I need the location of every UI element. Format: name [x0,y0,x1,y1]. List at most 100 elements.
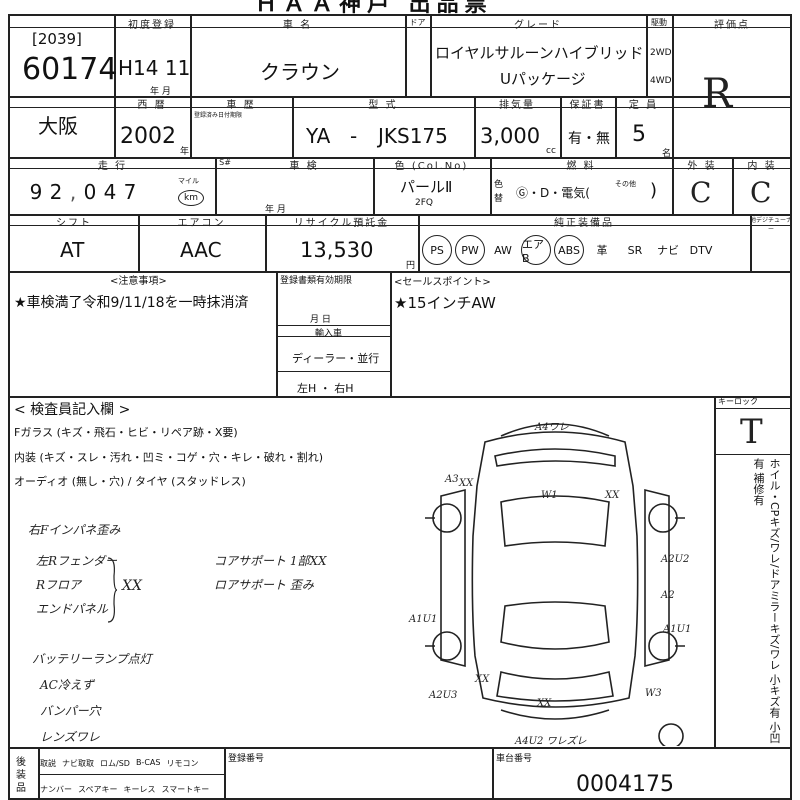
displacement-unit: cc [546,146,556,156]
footer-item: ナビ取取 [62,759,94,768]
footer-item: ナンバー [40,785,72,794]
score-label: 評価点 [714,20,750,31]
door-label: ドア [409,18,426,27]
reg-no-label: 登録番号 [228,754,265,764]
option-pw: PW [455,235,485,265]
inspector-line2: 内装 (キズ・スレ・汚れ・凹ミ・コゲ・穴・キレ・破れ・割れ) [14,451,324,464]
diagram-mark: XX [604,490,620,501]
brace-mark [107,557,118,623]
interior-label: 内 装 [747,161,777,172]
diagram-mark: A4U2 ワレズレ [514,735,587,746]
hand-note: バッテリーランプ点灯 [32,652,152,666]
import-value: ディーラー・並行 [292,352,380,365]
option-革: 革 [596,244,608,257]
option-dtv: DTV [689,243,713,257]
inspect-label: 車 検 [289,161,319,172]
first-reg-value: H14 11 [118,56,191,80]
option-aw: AW [494,243,512,257]
fuel-value: Ⓖ・D・電気( [516,186,590,200]
caution-text: ★車検満了令和9/11/18を一時抹消済 [14,295,249,311]
model-label: 型 式 [368,100,398,111]
mileage-label: 走 行 [97,161,128,172]
lot-number: 60174 [22,52,118,87]
year-label: 西 暦 [137,100,167,111]
score-value: R [702,71,733,117]
option-エアb: エアB [521,235,551,265]
region-value: 大阪 [38,114,78,138]
first-reg-units: 年 月 [150,87,171,97]
footer-item: リモコン [166,759,199,768]
capacity-label: 定 員 [628,100,659,111]
option-abs: ABS [554,235,584,265]
displacement-value: 3,000 [480,124,541,148]
option-sr: SR [627,243,643,257]
diagram-mark: XX [458,478,474,489]
capacity-unit: 名 [662,149,672,159]
auction-sheet: 初度登録 車 名 ドア グレード 駆動 評価点 [2039] 60174 H14… [8,14,792,800]
diagram-mark: W3 [645,688,662,699]
hand-note: Rフロア [36,578,82,592]
warranty-value: 有・無 [568,131,610,147]
reg-limit-units: 月 日 [310,315,331,325]
car-damage-diagram: A4ワレ A3 W1 XX XX A2U2 A2 A1U1 A1U1 A2U3 … [408,422,691,746]
footer-item: 取説 [40,759,56,768]
side-wheel-text: ホイル・CPキズ/ワレ/ドアミラーキズ/ワレ 小キズ有 小凹有 補修有 [752,458,781,744]
car-name: クラウン [260,60,340,84]
mileage-unit-km: km [178,190,204,206]
key-label: キーロック [718,397,758,406]
footer-item: スマートキー [161,785,210,794]
cert-label: 車 歴 [226,100,256,111]
hand-note: コアサポート 1部XX [214,554,327,568]
options-label: 純正装備品 [554,218,614,229]
footer-items-row2: ナンバースペアキーキーレススマートキー [40,784,209,795]
caution-label: <注意事項> [110,276,167,287]
reg-limit-label: 登録書類有効期限 [280,276,353,286]
sales-label: <セールスポイント> [394,277,491,288]
diagram-mark: XX [474,674,490,685]
capacity-value: 5 [632,122,646,147]
sheet-title: ＨＡＡ神戸 出品票 [255,0,493,17]
mileage-digit: 9 [29,180,43,204]
aircon-label: エアコン [177,218,226,229]
diagram-mark: A1U1 [662,624,691,635]
steering-value: 左H ・ 右H [297,382,354,395]
lot-prefix: [2039] [32,30,82,48]
inspector-label: < 検査員記入欄 > [14,402,131,418]
grade-line2: Uパッケージ [500,70,586,88]
diagram-mark: A2U3 [428,690,457,701]
warranty-label: 保証書 [569,100,606,111]
recycle-unit: 円 [406,261,416,271]
fuel-close: ) [650,180,658,201]
hand-note: AC冷えず [40,678,94,692]
diagram-mark: A3 [444,474,459,485]
mileage-digit: 7 [123,180,137,204]
cert-note: 登録済み日付期限 [194,112,243,119]
hand-note: レンズワレ [40,730,100,744]
recycle-value: 13,530 [300,238,374,262]
option-ナビ: ナビ [657,244,679,257]
first-reg-label: 初度登録 [128,20,176,31]
model-value: JKS175 [378,124,448,148]
year-unit: 年 [180,147,190,157]
footer-item: キーレス [123,785,156,794]
key-value: T [740,412,763,452]
grade-line1: ロイヤルサルーンハイブリッド [435,44,644,62]
sales-text: ★15インチAW [394,294,496,312]
footer-item: ロム/SD [100,759,130,768]
hand-note: XX [122,578,142,594]
inspector-line3: オーディオ (無し・穴) / タイヤ (スタッドレス) [14,475,246,488]
tuner-label: 地デジチューナー [750,217,793,233]
diagram-mark: A2 [660,590,675,601]
model-dash: - [350,124,358,148]
chassis-value: 0004175 [576,772,674,797]
hand-note: ロアサポート 歪み [214,578,314,592]
drive-label: 駆動 [651,18,667,27]
exterior-label: 外 装 [687,161,717,172]
hand-note: エンドパネル [36,602,109,616]
hand-note: 左Rフェンダー [36,554,118,568]
inspect-units: 年 月 [265,205,286,215]
footer-item: スペアキー [78,785,118,794]
shift-label: シフト [56,218,92,229]
